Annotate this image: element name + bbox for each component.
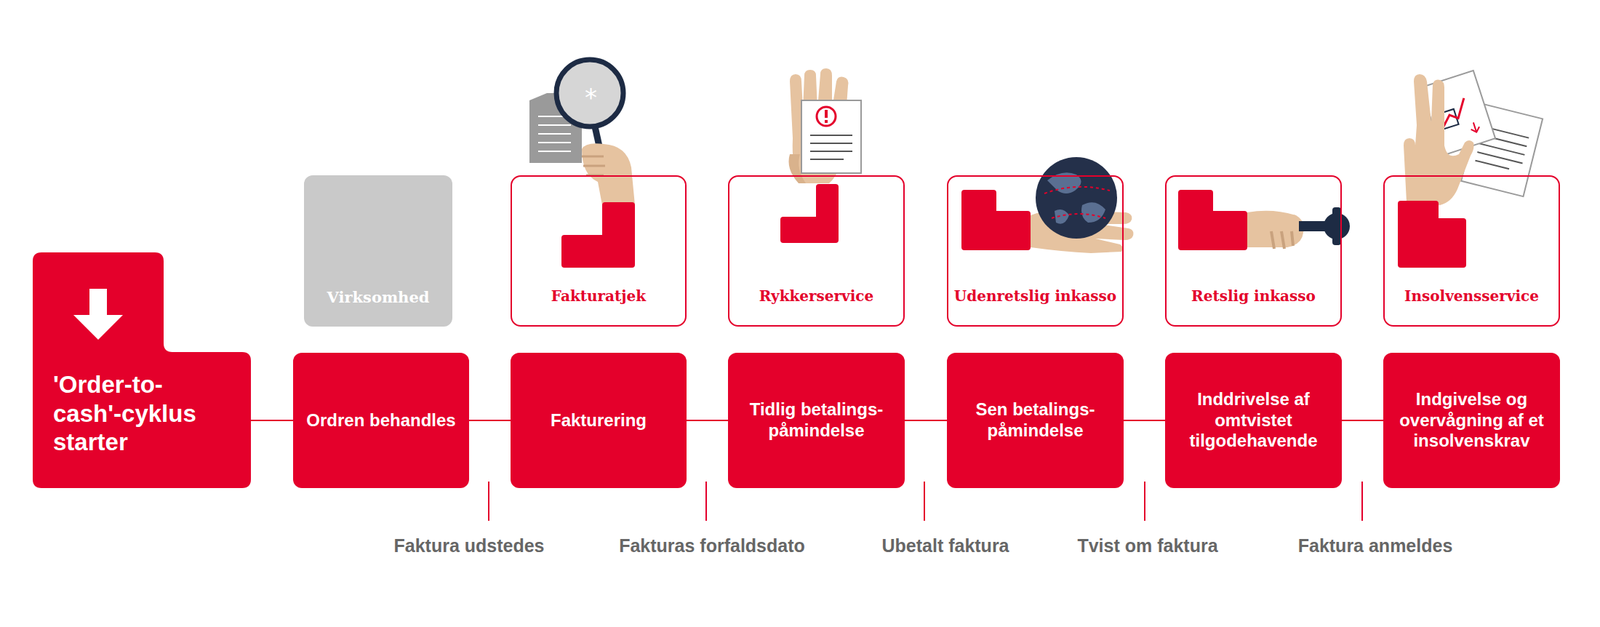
process-box: Tidlig betalings-påmindelse <box>728 352 905 488</box>
node-text: Virksomhed <box>327 288 430 307</box>
node-text: Udenretslig inkasso <box>954 287 1117 305</box>
key-hand <box>1178 189 1350 251</box>
node-text: Fakturatjek <box>551 287 646 305</box>
node-text: Fakturering <box>550 410 647 432</box>
service-box: Rykkerservice <box>728 175 905 327</box>
node-text: Ordren behandles <box>306 410 456 432</box>
magnifier-hand: * <box>529 59 635 268</box>
service-box: Udenretslig inkasso <box>946 175 1124 327</box>
milestone-label: Ubetalt faktura <box>878 535 1012 557</box>
tick-mark <box>1144 481 1146 521</box>
milestone-label: Faktura anmeldes <box>1295 535 1456 557</box>
node-text: Insolvensservice <box>1404 287 1539 305</box>
node-text: 'Order-to-cash'-cyklus starter <box>53 370 228 457</box>
start-shape: 'Order-to-cash'-cyklus starter <box>32 252 251 488</box>
tick-mark <box>488 481 490 521</box>
asterisk: * <box>584 82 598 112</box>
process-box: Sen betalings-påmindelse <box>946 352 1124 488</box>
process-box: Inddrivelse af omtvistet tilgodehavende <box>1165 352 1342 488</box>
milestone-label: Tvist om faktura <box>1074 535 1221 557</box>
service-box: Insolvensservice <box>1383 175 1560 327</box>
node-text: Sen betalings-påmindelse <box>958 399 1112 442</box>
flow-line <box>250 419 294 422</box>
service-box: Fakturatjek <box>510 175 687 327</box>
milestone-label: Faktura udstedes <box>390 535 547 557</box>
process-box: Fakturering <box>510 352 687 488</box>
flow-line <box>686 419 728 422</box>
reminder-hand <box>780 68 862 243</box>
node-text: Tidlig betalings-påmindelse <box>739 399 894 442</box>
process-box: Indgivelse og overvågning af et insolven… <box>1383 352 1560 488</box>
service-box: Retslig inkasso <box>1165 175 1342 327</box>
node-text: Rykkerservice <box>759 287 875 305</box>
flow-line <box>1341 419 1384 422</box>
flow-line <box>469 419 511 422</box>
tick-mark <box>923 481 926 521</box>
flow-line <box>904 419 947 422</box>
globe-hand <box>961 157 1134 254</box>
process-box: Ordren behandles <box>293 352 470 488</box>
company-box: Virksomhed <box>304 175 453 327</box>
documents-hand <box>1397 70 1543 268</box>
milestone-label: Fakturas forfaldsdato <box>616 535 808 557</box>
down-arrow <box>73 288 123 340</box>
flow-line <box>1123 419 1166 422</box>
tick-mark <box>1361 481 1363 521</box>
tick-mark <box>705 481 707 521</box>
node-text: Retslig inkasso <box>1191 287 1316 305</box>
node-text: Inddrivelse af omtvistet tilgodehavende <box>1176 389 1331 452</box>
node-text: Indgivelse og overvågning af et insolven… <box>1394 389 1549 452</box>
